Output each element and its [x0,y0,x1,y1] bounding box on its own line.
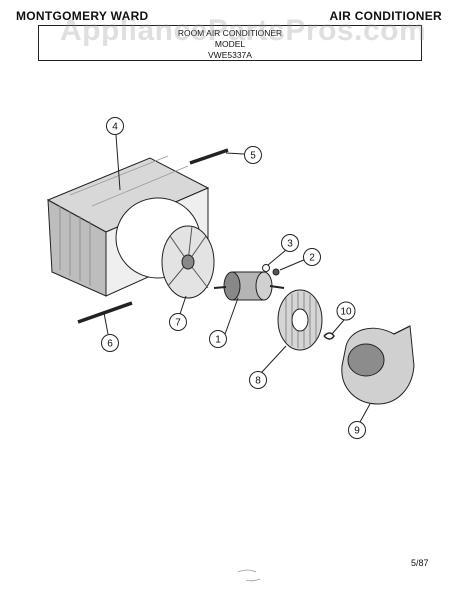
model-box: ROOM AIR CONDITIONER MODEL VWE5337A [38,25,422,61]
svg-text:8: 8 [255,376,261,387]
callout-6: 6 [101,312,119,352]
part-10-clamp [323,332,335,340]
callout-4: 4 [106,117,124,191]
brand-name: MONTGOMERY WARD [16,9,149,23]
part-5-gasket-strip [189,148,229,165]
part-4-duct-housing [46,155,210,297]
svg-text:3: 3 [287,239,293,250]
callout-7: 7 [169,295,187,331]
svg-text:7: 7 [175,318,181,329]
part-8-blower-wheel [277,289,323,351]
part-3-clip [262,264,270,272]
part-1-motor [213,271,285,301]
scan-mark [237,569,261,582]
callout-1: 1 [209,297,239,348]
svg-text:4: 4 [112,122,118,133]
svg-text:2: 2 [309,253,315,264]
svg-text:6: 6 [107,339,113,350]
watermark: AppliancePartsPros.com [60,14,427,47]
model-label: MODEL [214,39,246,49]
callout-9: 9 [348,403,371,439]
callout-8: 8 [249,345,287,389]
part-7-fan-blade [161,225,215,299]
part-2-nut [272,268,280,276]
date-code: 5/87 [411,558,429,568]
callout-2: 2 [279,248,321,271]
callout-10: 10 [331,301,356,335]
svg-text:5: 5 [250,151,256,162]
appliance-category: AIR CONDITIONER [329,9,442,23]
part-9-scroll-housing [341,325,415,405]
part-6-gasket-strip [77,301,133,324]
svg-text:9: 9 [354,426,360,437]
model-number: VWE5337A [208,50,252,60]
model-box-subtitle: ROOM AIR CONDITIONER [177,28,283,38]
callout-3: 3 [267,234,299,266]
svg-text:10: 10 [340,307,352,318]
callout-5: 5 [225,146,262,164]
svg-text:1: 1 [215,335,221,346]
